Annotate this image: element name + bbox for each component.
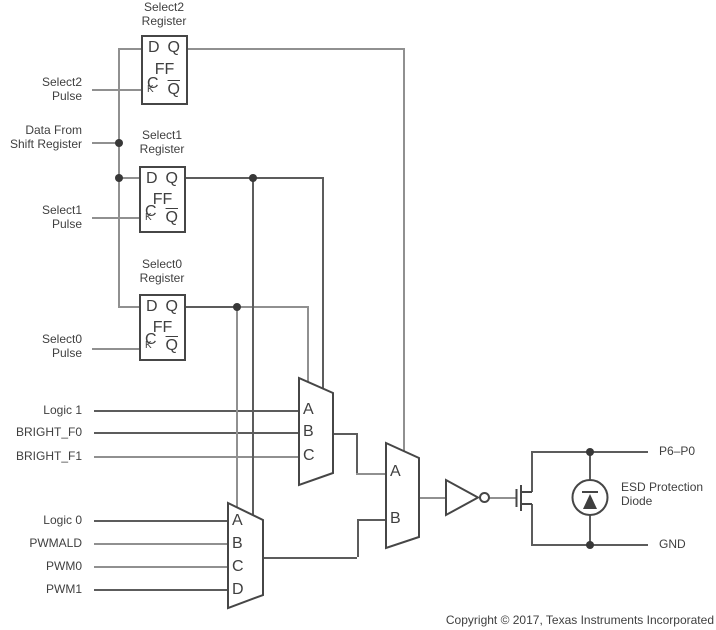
wire xyxy=(236,306,238,508)
mux3-port-a: A xyxy=(390,463,401,480)
wire xyxy=(589,515,591,544)
mux1-shape xyxy=(298,376,334,487)
wire xyxy=(92,217,139,219)
wire xyxy=(263,557,357,559)
wire xyxy=(92,89,141,91)
wire xyxy=(118,48,120,142)
wire xyxy=(357,519,359,557)
wire xyxy=(94,589,228,591)
mux2-port-c: C xyxy=(232,558,244,575)
mux3-port-b: B xyxy=(390,510,401,527)
ff-qbar-label: Q xyxy=(167,81,180,98)
wire xyxy=(252,177,254,515)
mux2-shape xyxy=(227,501,264,610)
label-logic0: Logic 0 xyxy=(43,513,82,527)
label-pin-p6-p0: P6–P0 xyxy=(659,444,696,458)
label-pwm1: PWM1 xyxy=(46,582,82,596)
inverter-gate xyxy=(445,478,481,517)
ff-label: FF xyxy=(152,318,173,336)
ff-q-label: Q xyxy=(165,298,178,315)
wire xyxy=(94,543,228,545)
label-pwmald: PWMALD xyxy=(29,536,82,550)
mux2-port-d: D xyxy=(232,581,244,598)
junction-dot xyxy=(249,174,257,182)
wire xyxy=(94,520,228,522)
wire xyxy=(357,519,386,521)
ff-d-label: D xyxy=(148,39,160,56)
wire xyxy=(94,432,299,434)
mux2-port-a: A xyxy=(232,512,243,529)
mux3-shape xyxy=(385,441,420,550)
junction-dot xyxy=(115,139,123,147)
label-bright-f0: BRIGHT_F0 xyxy=(15,425,82,439)
ff-qbar-label: Q xyxy=(165,209,178,226)
wire xyxy=(188,48,403,50)
ff-q-label: Q xyxy=(167,39,180,56)
wire xyxy=(118,142,120,306)
wire xyxy=(322,177,324,389)
wire xyxy=(92,348,139,350)
junction-dot xyxy=(586,448,594,456)
junction-dot xyxy=(233,303,241,311)
esd-diode-triangle xyxy=(583,494,597,509)
ff-qbar-label: Q xyxy=(165,337,178,354)
wire xyxy=(307,306,309,383)
wire xyxy=(419,497,446,499)
wire xyxy=(118,306,139,308)
mux1-port-a: A xyxy=(303,401,314,418)
wire xyxy=(531,451,533,492)
wire xyxy=(333,433,356,435)
wire xyxy=(236,306,307,308)
label-bright-f1: BRIGHT_F1 xyxy=(15,449,82,463)
ff-q-label: Q xyxy=(165,170,178,187)
wire xyxy=(118,48,141,50)
wire xyxy=(92,142,118,144)
ff-d-label: D xyxy=(146,298,158,315)
mux2-port-b: B xyxy=(232,535,243,552)
copyright-notice: Copyright © 2017, Texas Instruments Inco… xyxy=(445,613,714,627)
label-pwm0: PWM0 xyxy=(46,559,82,573)
junction-dot xyxy=(586,541,594,549)
wire xyxy=(356,473,386,475)
mux1-port-b: B xyxy=(303,423,314,440)
wire xyxy=(94,566,228,568)
junction-dot xyxy=(115,174,123,182)
label-gnd: GND xyxy=(659,537,686,551)
wire xyxy=(489,497,516,499)
inverter-bubble xyxy=(479,492,490,503)
ff-label: FF xyxy=(152,190,173,208)
ff-d-label: D xyxy=(146,170,158,187)
wire xyxy=(356,433,358,473)
wire xyxy=(94,456,299,458)
wire xyxy=(403,48,405,451)
wire xyxy=(94,410,299,412)
wire xyxy=(186,306,236,308)
mux1-port-c: C xyxy=(303,447,315,464)
ff-label: FF xyxy=(154,61,175,78)
wire xyxy=(589,451,591,481)
label-logic1: Logic 1 xyxy=(43,403,82,417)
wire xyxy=(531,504,533,544)
wire xyxy=(118,177,139,179)
